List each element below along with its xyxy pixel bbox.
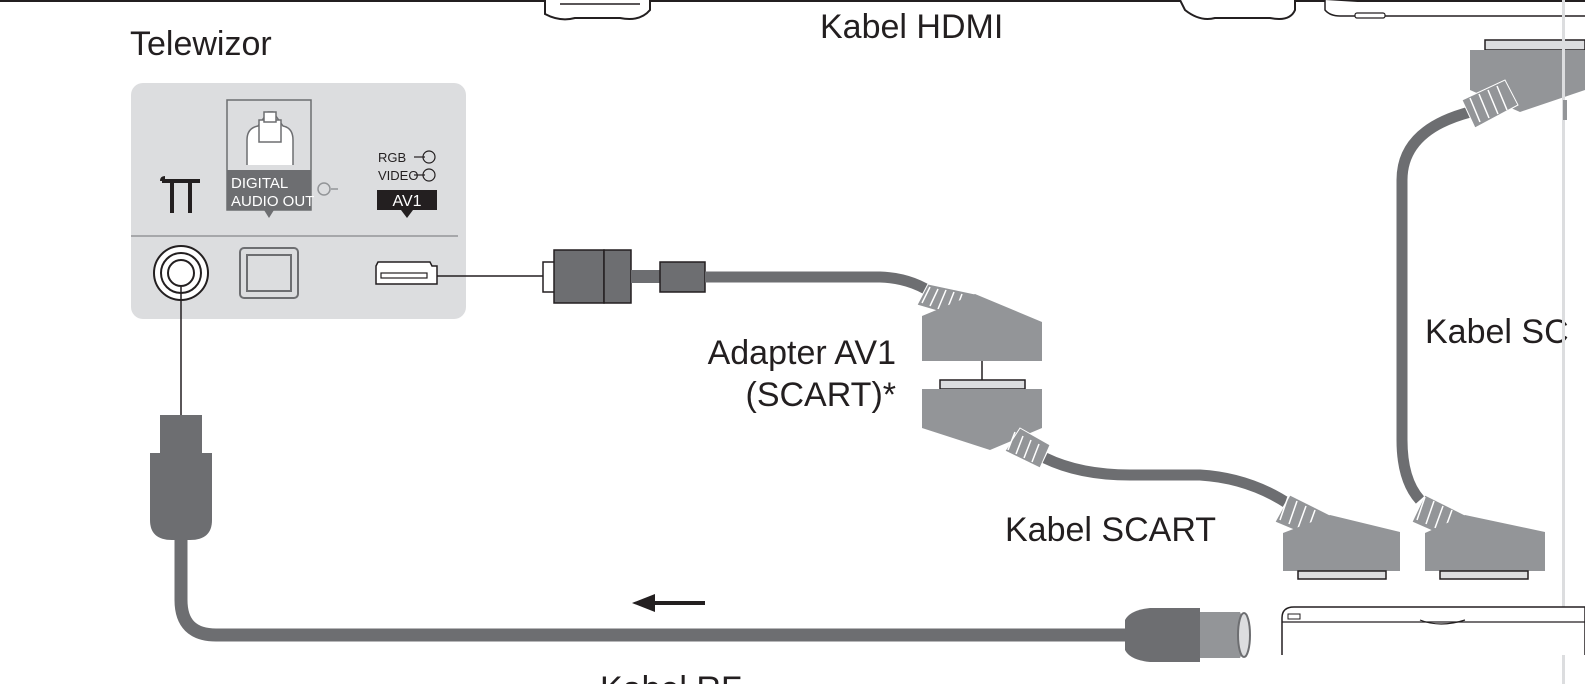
right-edge bbox=[1562, 0, 1565, 684]
scart-cable bbox=[1042, 453, 1294, 510]
optical-port-icon bbox=[239, 247, 299, 299]
rgb-label: RGB bbox=[378, 150, 406, 165]
av1-port-legend: RGB VIDEO AV1 bbox=[377, 150, 437, 218]
device-top-edge bbox=[1324, 0, 1585, 19]
av1-label: AV1 bbox=[392, 193, 421, 210]
scart-cable-label: Kabel SCART bbox=[1005, 511, 1216, 549]
tv-connector-panel: DIGITAL AUDIO OUT RGB VIDEO AV1 bbox=[131, 83, 466, 319]
adapter-tv-plug bbox=[542, 249, 706, 304]
recorder-device bbox=[1281, 606, 1585, 655]
digital-audio-label-1: DIGITAL bbox=[231, 175, 288, 192]
recorder-scart-plug-2 bbox=[1411, 494, 1545, 580]
recorder-scart-plug-1 bbox=[1274, 494, 1400, 580]
antenna-port-icon bbox=[153, 245, 209, 301]
device-scart-plug-top bbox=[1461, 39, 1585, 129]
scart-socket-plug bbox=[922, 379, 1051, 469]
right-edge-mark bbox=[1563, 100, 1567, 120]
tv-label: Telewizor bbox=[130, 25, 272, 63]
scart-cable-right bbox=[1396, 106, 1472, 504]
rf-cable-label: Kabel RF bbox=[600, 670, 742, 684]
adapter-label-line2: (SCART)* bbox=[746, 376, 897, 414]
video-label: VIDEO bbox=[378, 168, 418, 183]
antenna-icon bbox=[160, 176, 200, 213]
adapter-scart-plug bbox=[916, 283, 1042, 381]
adapter-label-line1: Adapter AV1 bbox=[708, 334, 896, 372]
arrow-left-icon bbox=[632, 594, 705, 612]
hdmi-plug-left bbox=[544, 0, 651, 21]
hdmi-plug-right bbox=[1179, 0, 1296, 20]
scart-port-icon bbox=[375, 261, 438, 285]
rf-cable bbox=[150, 287, 1251, 662]
adapter-cable bbox=[705, 271, 939, 300]
scart-cable-right-label: Kabel SC bbox=[1425, 313, 1569, 351]
hdmi-cable-label: Kabel HDMI bbox=[820, 8, 1003, 46]
digital-audio-label-2: AUDIO OUT bbox=[231, 193, 314, 210]
optical-connector-illustration: DIGITAL AUDIO OUT bbox=[226, 99, 338, 218]
